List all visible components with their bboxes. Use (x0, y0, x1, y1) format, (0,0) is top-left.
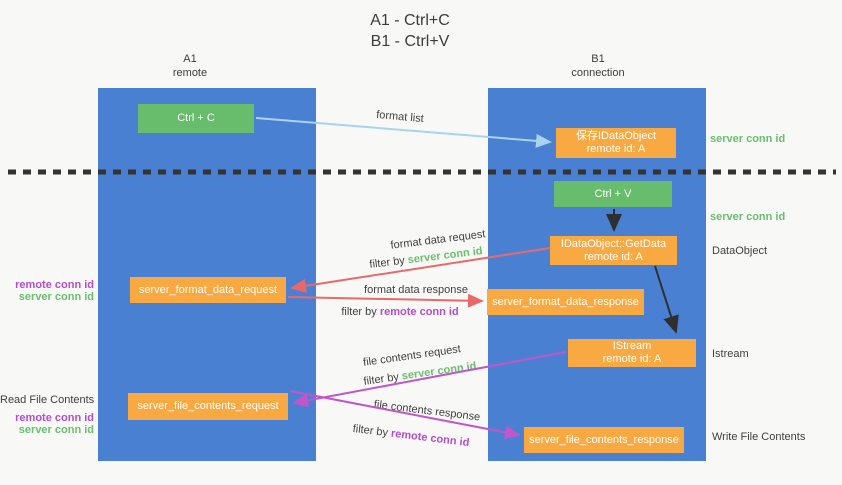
format-request-filter-label: filter by server conn id (369, 245, 483, 271)
lane-b1-name: B1 (591, 53, 605, 65)
node-file-request-label: server_file_contents_request (137, 400, 279, 412)
istream-annotation: Istream (712, 348, 749, 360)
remote-conn-id-annotation-file: remote conn id (15, 412, 94, 424)
node-getdata: IDataObject::GetData remote id: A (550, 236, 677, 265)
node-format-response-label: server_format_data_response (492, 295, 639, 308)
format-data-response-edge-label: format data response (364, 284, 468, 296)
lane-a1-name: A1 (183, 53, 197, 65)
node-file-response-label: server_file_contents_response (529, 433, 679, 446)
server-conn-id-text: server conn id (401, 360, 478, 383)
title-line-2: B1 - Ctrl+V (370, 33, 450, 50)
remote-conn-id-text: remote conn id (390, 427, 470, 450)
node-save-dataobject-line2: remote id: A (586, 143, 646, 155)
read-file-contents-annotation: Read File Contents (0, 394, 95, 406)
node-ctrl-v: Ctrl + V (554, 181, 672, 207)
server-conn-id-annotation-file: server conn id (18, 424, 94, 436)
format-conn-id-annotations: remote conn id server conn id (0, 279, 94, 303)
write-file-contents-annotation: Write File Contents (712, 431, 806, 443)
node-getdata-line2: remote id: A (584, 250, 643, 263)
filter-by-text: filter by (368, 254, 406, 271)
file-response-filter-label: filter by remote conn id (352, 423, 470, 449)
dataobject-annotation: DataObject (712, 245, 768, 257)
node-istream-line2: remote id: A (602, 353, 662, 365)
node-file-request: server_file_contents_request (128, 393, 288, 420)
server-conn-id-annotation-top: server conn id (710, 133, 786, 145)
node-save-dataobject: 保存IDataObject remote id: A (556, 128, 676, 158)
format-list-edge-label: format list (375, 108, 425, 126)
server-conn-id-annotation-mid: server conn id (710, 211, 786, 223)
node-istream-line1: IStream (612, 340, 652, 352)
filter-by-text: filter by (341, 306, 377, 318)
node-ctrl-c-label: Ctrl + C (177, 112, 215, 124)
file-conn-id-annotations: remote conn id server conn id (0, 412, 94, 436)
format-response-filter-label: filter by remote conn id (341, 306, 458, 318)
node-format-response: server_format_data_response (487, 289, 644, 315)
filter-by-text: filter by (352, 422, 389, 440)
node-save-dataobject-line1: 保存IDataObject (575, 130, 657, 142)
node-format-request-label: server_format_data_request (138, 283, 278, 296)
lane-a1-subtitle: remote (172, 67, 208, 79)
node-format-request: server_format_data_request (130, 277, 286, 303)
format-data-response-arrow (287, 293, 484, 308)
node-getdata-line1: IDataObject::GetData (560, 237, 667, 250)
node-istream: IStream remote id: A (568, 339, 696, 367)
server-conn-id-annotation-format: server conn id (18, 291, 94, 303)
remote-conn-id-annotation-format: remote conn id (15, 279, 94, 291)
lane-b1-subtitle: connection (571, 67, 625, 79)
node-ctrl-v-label: Ctrl + V (594, 187, 632, 200)
title-line-1: A1 - Ctrl+C (370, 12, 450, 29)
lane-b1-header: B1 connection (548, 52, 648, 80)
node-ctrl-c: Ctrl + C (138, 104, 254, 133)
lane-a1-header: A1 remote (140, 52, 240, 80)
page-title: A1 - Ctrl+C B1 - Ctrl+V (310, 10, 510, 52)
remote-conn-id-text: remote conn id (379, 306, 459, 318)
file-contents-response-edge-label: file contents response (373, 398, 481, 424)
node-file-response: server_file_contents_response (524, 427, 684, 453)
filter-by-text: filter by (362, 371, 400, 388)
